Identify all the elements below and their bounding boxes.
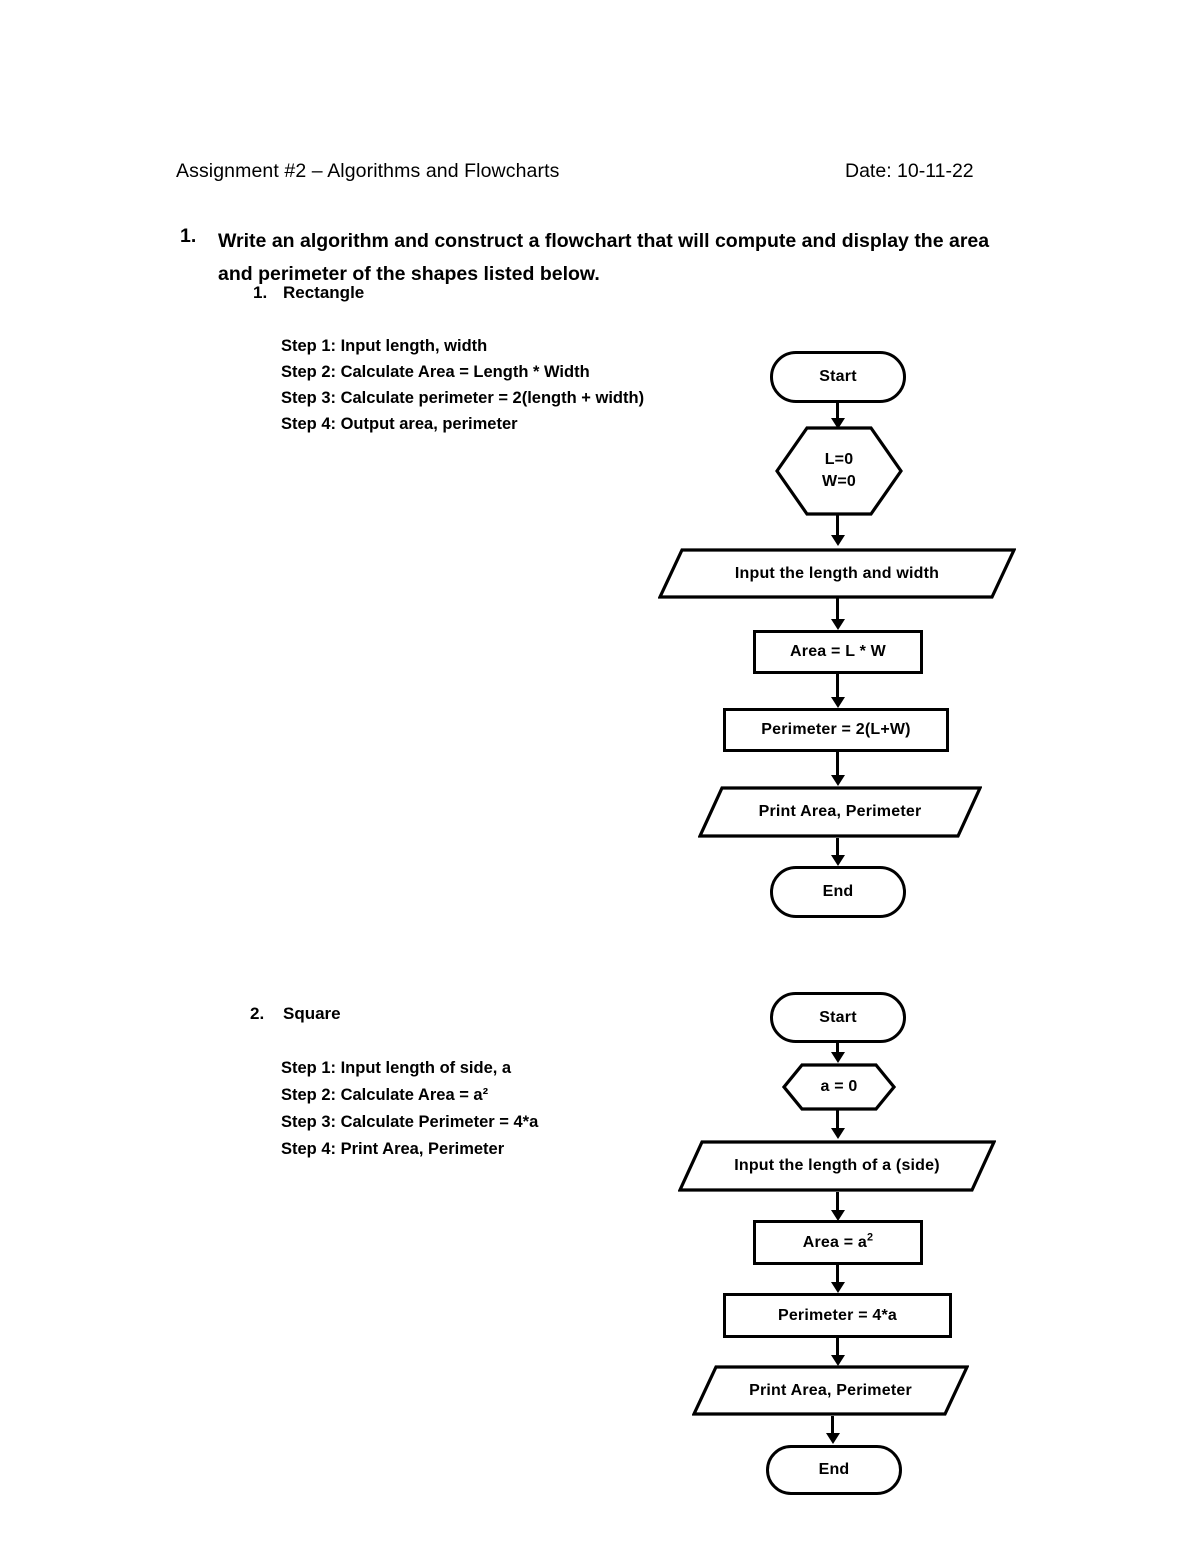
flow1-connector-print-to-end xyxy=(836,838,839,860)
section-2-step-4: Step 4: Print Area, Perimeter xyxy=(281,1140,505,1158)
flow1-arrowhead-6 xyxy=(831,855,845,866)
flow1-start-label: Start xyxy=(819,368,857,385)
section-1-step-4: Step 4: Output area, perimeter xyxy=(281,415,518,433)
flow2-connector-start-to-init xyxy=(836,1043,839,1059)
parallelogram-shape-icon xyxy=(678,1140,996,1192)
flow1-arrowhead-4 xyxy=(831,697,845,708)
flow2-start-label: Start xyxy=(819,1008,857,1026)
hexagon-shape-icon xyxy=(775,426,903,516)
flow2-arrowhead-4 xyxy=(831,1282,845,1293)
flow2-start-terminal: Start xyxy=(770,992,906,1043)
flow1-connector-perimeter-to-print xyxy=(836,752,839,780)
flow2-connector-input-to-area xyxy=(836,1192,839,1217)
flow1-connector-area-to-perimeter xyxy=(836,674,839,702)
flow2-end-label: End xyxy=(818,1461,850,1478)
section-2-step-2: Step 2: Calculate Area = a² xyxy=(281,1086,489,1104)
flow2-area-process: Area = a2 xyxy=(753,1220,923,1265)
flow1-print-label: Print Area, Perimeter xyxy=(758,803,922,820)
section-1-label: Rectangle xyxy=(283,283,365,302)
flow1-arrowhead-1 xyxy=(831,418,845,429)
flow2-area-base: Area = a xyxy=(802,1233,868,1251)
flow2-arrowhead-3 xyxy=(831,1210,845,1221)
flow1-init-line-2: W=0 xyxy=(822,473,856,490)
section-1-steps: Step 1: Input length, width Step 2: Calc… xyxy=(281,333,644,437)
flow1-init-line-1: L=0 xyxy=(824,451,854,468)
flow1-connector-start-to-init xyxy=(836,403,839,424)
flow1-area-process: Area = L * W xyxy=(753,630,923,674)
flow2-arrowhead-5 xyxy=(831,1355,845,1366)
flow2-area-exponent: 2 xyxy=(867,1231,874,1244)
flow2-end-terminal: End xyxy=(766,1445,902,1495)
section-2-number: 2. xyxy=(250,1004,265,1023)
flow1-arrowhead-5 xyxy=(831,775,845,786)
parallelogram-shape-icon xyxy=(698,786,982,838)
flow2-init-label: a = 0 xyxy=(820,1078,858,1095)
flow2-print-parallelogram: Print Area, Perimeter xyxy=(692,1365,969,1416)
flow2-area-label: Area = a2 xyxy=(802,1231,874,1252)
flow1-arrowhead-3 xyxy=(831,619,845,630)
assignment-title: Assignment #2 – Algorithms and Flowchart… xyxy=(176,160,560,182)
flow2-connector-print-to-end xyxy=(831,1416,834,1438)
flow1-connector-init-to-input xyxy=(836,514,839,540)
flow1-area-label: Area = L * W xyxy=(790,643,886,660)
section-1-number: 1. xyxy=(253,283,268,302)
section-1-step-2: Step 2: Calculate Area = Length * Width xyxy=(281,363,590,381)
flow2-connector-area-to-perimeter xyxy=(836,1265,839,1287)
flow1-start-terminal: Start xyxy=(770,351,906,403)
flow1-print-parallelogram: Print Area, Perimeter xyxy=(698,786,982,838)
flow2-connector-init-to-input xyxy=(836,1109,839,1133)
flow2-arrowhead-2 xyxy=(831,1128,845,1139)
flow1-perimeter-process: Perimeter = 2(L+W) xyxy=(723,708,949,752)
flow2-connector-perimeter-to-print xyxy=(836,1338,839,1360)
flow2-input-label: Input the length of a (side) xyxy=(734,1157,940,1174)
flow2-input-parallelogram: Input the length of a (side) xyxy=(678,1140,996,1192)
flow2-perimeter-label: Perimeter = 4*a xyxy=(777,1306,898,1324)
flow2-arrowhead-6 xyxy=(826,1433,840,1444)
section-2-label: Square xyxy=(283,1004,341,1023)
flow2-init-hexagon: a = 0 xyxy=(782,1063,896,1111)
flow2-arrowhead-1 xyxy=(831,1052,845,1063)
section-1-step-1: Step 1: Input length, width xyxy=(281,337,488,355)
flow2-perimeter-process: Perimeter = 4*a xyxy=(723,1293,952,1338)
section-1-step-3: Step 3: Calculate perimeter = 2(length +… xyxy=(281,389,645,407)
parallelogram-shape-icon xyxy=(692,1365,969,1416)
parallelogram-shape-icon xyxy=(658,548,1016,599)
question-number: 1. xyxy=(180,225,197,247)
flow2-print-label: Print Area, Perimeter xyxy=(749,1381,912,1399)
section-2-steps: Step 1: Input length of side, a Step 2: … xyxy=(281,1055,538,1163)
flow1-init-hexagon: L=0 W=0 xyxy=(775,426,903,516)
section-2-step-3: Step 3: Calculate Perimeter = 4*a xyxy=(281,1113,539,1131)
flow1-input-label: Input the length and width xyxy=(734,564,940,582)
flow1-connector-input-to-area xyxy=(836,598,839,625)
flow1-end-label: End xyxy=(822,883,854,900)
hexagon-shape-icon xyxy=(782,1063,896,1111)
flow1-end-terminal: End xyxy=(770,866,906,918)
question-text: Write an algorithm and construct a flowc… xyxy=(218,230,990,285)
assignment-date: Date: 10-11-22 xyxy=(845,160,974,182)
flow1-input-parallelogram: Input the length and width xyxy=(658,548,1016,599)
flow1-arrowhead-2 xyxy=(831,535,845,546)
flow1-perimeter-label: Perimeter = 2(L+W) xyxy=(761,721,911,738)
section-2-step-1: Step 1: Input length of side, a xyxy=(281,1059,512,1077)
